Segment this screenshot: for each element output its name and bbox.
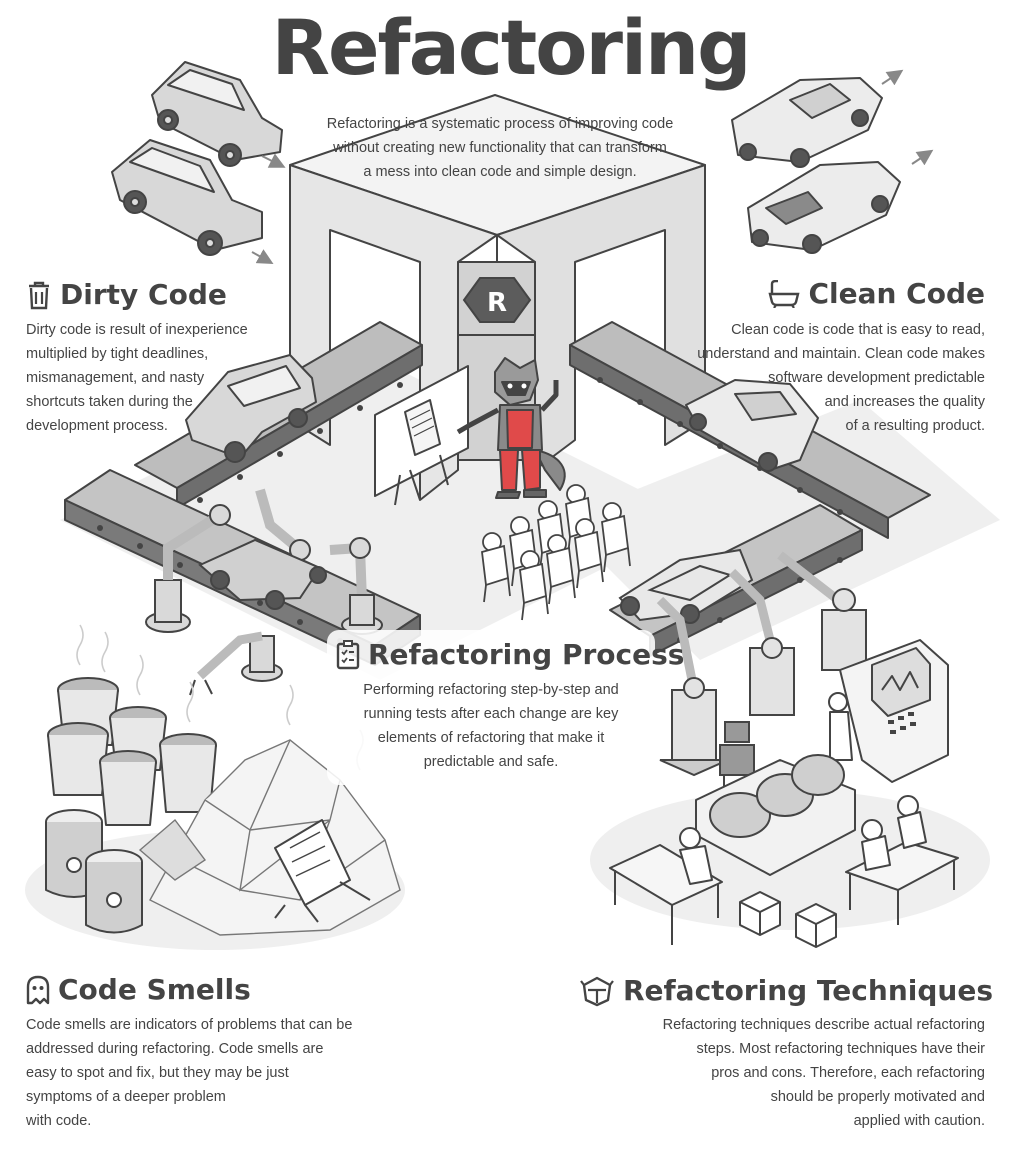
refactoring-process-description: Performing refactoring step-by-step and … bbox=[327, 678, 655, 774]
old-car-top bbox=[151, 61, 283, 167]
dirty-code-title: Dirty Code bbox=[60, 278, 227, 311]
ghost-icon bbox=[26, 975, 50, 1005]
trash-cans bbox=[45, 677, 217, 934]
code-smell-monster bbox=[274, 819, 371, 923]
refactoring-techniques-description: Refactoring techniques describe actual r… bbox=[663, 1013, 985, 1133]
refactoring-process-heading[interactable]: Refactoring Process bbox=[336, 640, 684, 670]
badge-letter: R bbox=[487, 288, 507, 318]
cardboard-boxes bbox=[739, 891, 837, 948]
sports-car-on-belt bbox=[685, 379, 819, 472]
intro-line: without creating new functionality that … bbox=[333, 140, 667, 156]
desc-line: elements of refactoring that make it bbox=[377, 730, 605, 746]
desc-line: Performing refactoring step-by-step and bbox=[363, 682, 619, 698]
desc-line: applied with caution. bbox=[853, 1113, 985, 1129]
desc-line: with code. bbox=[26, 1113, 92, 1129]
bathtub-icon bbox=[768, 280, 801, 308]
desc-line: understand and maintain. Clean code make… bbox=[697, 346, 985, 362]
code-smells-heading[interactable]: Code Smells bbox=[26, 975, 251, 1005]
desc-line: Code smells are indicators of problems t… bbox=[26, 1017, 353, 1033]
old-car-on-belt bbox=[185, 354, 317, 463]
audience-chairs bbox=[481, 484, 631, 621]
control-panel bbox=[828, 639, 949, 783]
car-chassis-on-belt bbox=[618, 548, 754, 624]
intro-line: a mess into clean code and simple design… bbox=[363, 164, 637, 180]
desc-line: should be properly motivated and bbox=[770, 1089, 985, 1105]
desc-line: development process. bbox=[26, 418, 168, 434]
clean-code-description: Clean code is code that is easy to read,… bbox=[697, 318, 985, 438]
desc-line: multiplied by tight deadlines, bbox=[26, 346, 209, 362]
dirty-code-heading[interactable]: Dirty Code bbox=[26, 280, 227, 310]
go-kart-on-belt bbox=[198, 538, 327, 610]
desc-line: and increases the quality bbox=[824, 394, 985, 410]
whiteboard bbox=[374, 365, 469, 506]
sports-car-top bbox=[731, 77, 883, 168]
clean-code-title: Clean Code bbox=[808, 277, 985, 310]
desc-line: Refactoring techniques describe actual r… bbox=[662, 1017, 985, 1033]
code-smells-title: Code Smells bbox=[58, 973, 251, 1006]
sports-car-bottom bbox=[747, 161, 901, 254]
page-title: Refactoring bbox=[271, 3, 751, 92]
desc-line: Clean code is code that is easy to read, bbox=[731, 322, 985, 338]
old-car-bottom bbox=[111, 139, 263, 256]
robotic-arms-right bbox=[656, 551, 867, 777]
refactoring-process-panel bbox=[327, 630, 655, 785]
refactoring-logo-badge: R bbox=[462, 277, 532, 323]
desc-line: of a resulting product. bbox=[845, 418, 985, 434]
intro-paragraph: Refactoring is a systematic process of i… bbox=[300, 112, 700, 184]
helmet-icon bbox=[580, 976, 614, 1007]
desc-line: software development predictable bbox=[768, 370, 985, 386]
desc-line: steps. Most refactoring techniques have … bbox=[696, 1041, 985, 1057]
desc-line: Dirty code is result of inexperience bbox=[26, 322, 248, 338]
refactoring-techniques-title: Refactoring Techniques bbox=[622, 974, 993, 1007]
raccoon-mascot bbox=[456, 357, 566, 499]
worker-desks bbox=[609, 795, 959, 945]
trash-can-icon bbox=[29, 281, 49, 310]
desc-line: shortcuts taken during the bbox=[26, 394, 193, 410]
clean-code-heading[interactable]: Clean Code bbox=[768, 280, 985, 308]
robotic-arms-left bbox=[145, 488, 383, 696]
dirty-code-description: Dirty code is result of inexperience mul… bbox=[26, 318, 248, 438]
refactoring-process-title: Refactoring Process bbox=[368, 638, 685, 671]
desc-line: easy to spot and fix, but they may be ju… bbox=[26, 1065, 289, 1081]
desc-line: symptoms of a deeper problem bbox=[26, 1089, 226, 1105]
cylinder-tray bbox=[695, 754, 856, 876]
belt-rollers bbox=[97, 377, 843, 644]
code-smells-description: Code smells are indicators of problems t… bbox=[26, 1013, 352, 1133]
desc-line: addressed during refactoring. Code smell… bbox=[26, 1041, 324, 1057]
desc-line: predictable and safe. bbox=[423, 754, 559, 770]
desc-line: mismanagement, and nasty bbox=[26, 370, 205, 386]
desc-line: running tests after each change are key bbox=[363, 706, 619, 722]
desc-line: pros and cons. Therefore, each refactori… bbox=[711, 1065, 985, 1081]
refactoring-techniques-heading[interactable]: Refactoring Techniques bbox=[579, 975, 993, 1007]
intro-line: Refactoring is a systematic process of i… bbox=[326, 116, 674, 132]
clipboard-checklist-icon bbox=[336, 640, 360, 670]
